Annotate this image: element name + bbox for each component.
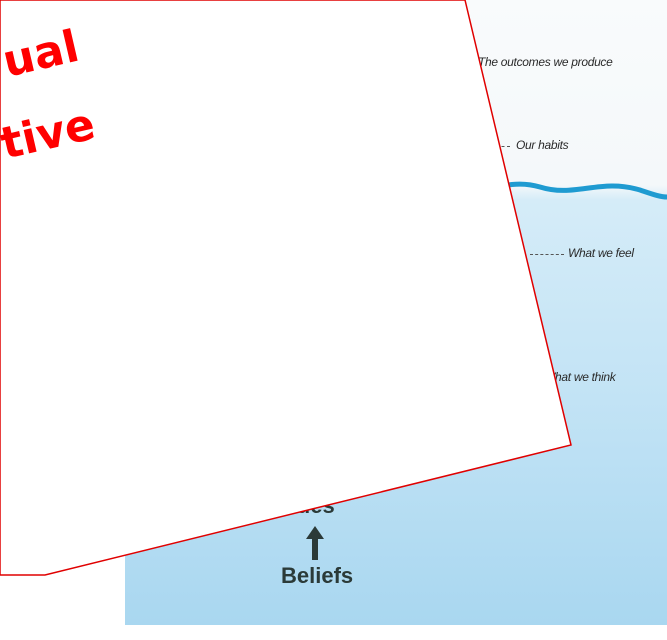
overlay-card	[0, 0, 667, 640]
slide-canvas: The outcomes we produce Our habits What …	[0, 0, 667, 640]
